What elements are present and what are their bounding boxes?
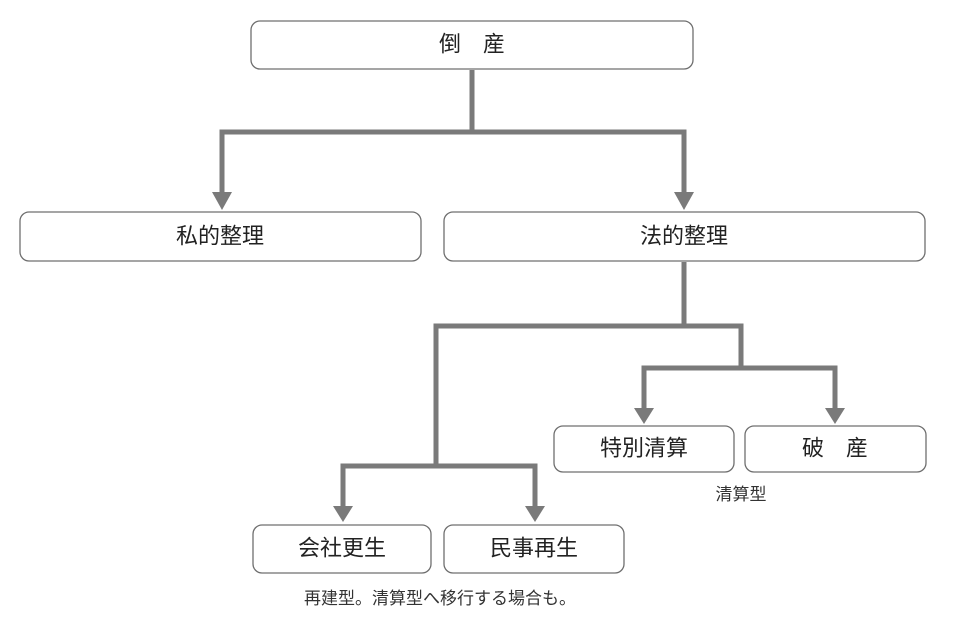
connector-legal-trunk [681, 262, 744, 368]
arrowhead-legal [674, 192, 694, 210]
node-corporate-label: 会社更生 [298, 537, 386, 562]
node-bankruptcy: 破 産 [744, 425, 927, 473]
node-civil-label: 民事再生 [490, 537, 578, 562]
arrowhead-bankruptcy [825, 408, 845, 424]
node-private-settlement: 私的整理 [19, 211, 422, 262]
connector-legal-special [641, 365, 741, 408]
node-civil-rehabilitation: 民事再生 [443, 524, 625, 574]
arrowhead-corporate [333, 506, 353, 522]
connector-root-legal [472, 129, 687, 192]
note-reorganization: 再建型。清算型へ移行する場合も。 [304, 589, 576, 609]
node-bankruptcy-label: 破 産 [802, 437, 868, 462]
node-root-label: 倒 産 [439, 33, 505, 58]
connector-reorg-corporate [340, 463, 436, 506]
node-special-liquidation: 特別清算 [553, 425, 735, 473]
node-corporate-reorganization: 会社更生 [252, 524, 432, 574]
connector-legal-reorg [433, 323, 684, 466]
arrowhead-special [634, 408, 654, 424]
node-special-label: 特別清算 [600, 437, 688, 462]
node-root: 倒 産 [250, 20, 694, 70]
connector-legal-bankruptcy [741, 365, 838, 408]
connectors [212, 70, 845, 522]
node-legal-label: 法的整理 [640, 225, 728, 250]
node-legal-settlement: 法的整理 [443, 211, 926, 262]
connector-reorg-civil [436, 463, 538, 506]
node-private-label: 私的整理 [176, 225, 264, 250]
arrowhead-civil [525, 506, 545, 522]
arrowhead-private [212, 192, 232, 210]
connector-root-private [219, 70, 475, 192]
note-liquidation: 清算型 [716, 485, 767, 505]
